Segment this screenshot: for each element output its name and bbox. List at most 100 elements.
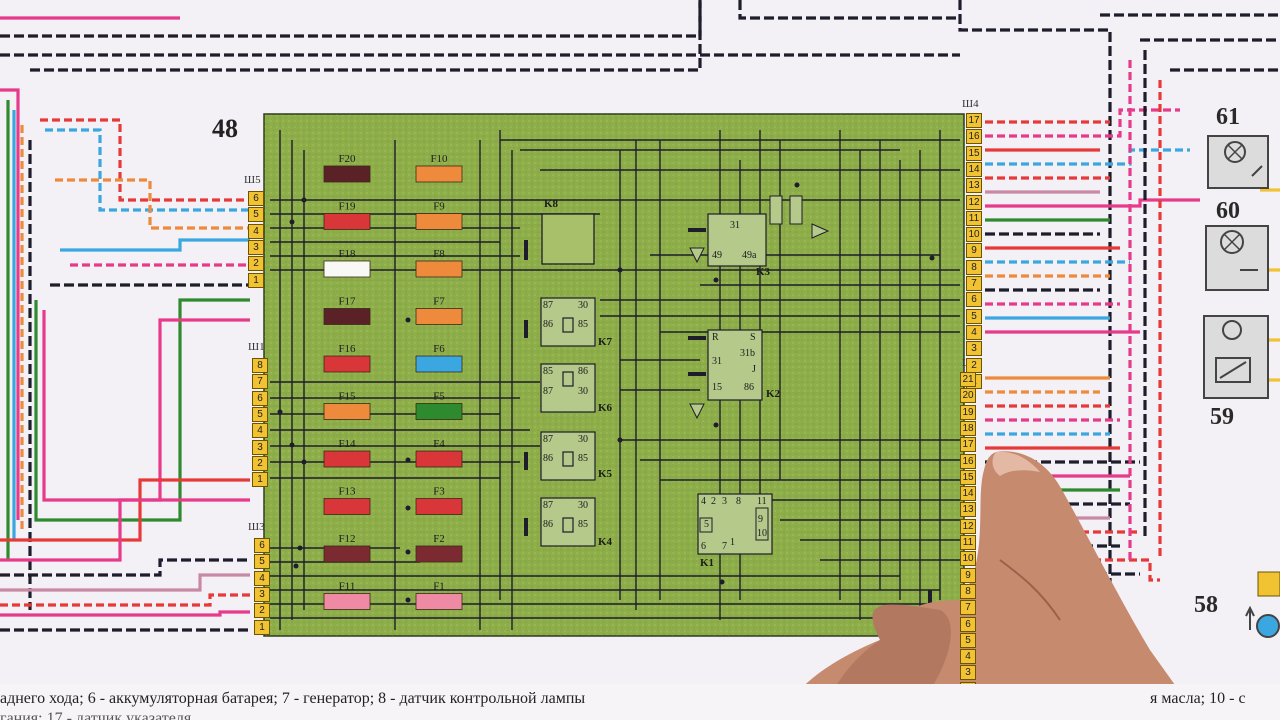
relay-k1-pin-10: 10 — [757, 528, 767, 539]
connector-sh4-pin: 13 — [966, 178, 982, 194]
connector-sh5-pin: 3 — [248, 239, 264, 255]
external-wires-left — [0, 0, 960, 632]
connector-sh2-pin: 18 — [960, 420, 976, 436]
relay-k7-pin-86: 86 — [543, 319, 553, 330]
relay-k8-label: K8 — [544, 198, 559, 210]
relay-k2-pin-31b: 31b — [740, 348, 755, 359]
connector-sh4-pin: 9 — [966, 243, 982, 259]
connector-sh4-title: Ш4 — [962, 98, 979, 110]
relay-k2-pin-s: S — [750, 332, 756, 343]
relay-k2-pin-31: 31 — [712, 356, 722, 367]
left-fuse-label-f13: F13 — [338, 486, 356, 498]
connector-sh2-pin: 19 — [960, 404, 976, 420]
relay-k2-pin-r: R — [712, 332, 719, 343]
relay-k1-pin-11: 11 — [757, 496, 767, 507]
relay-k7-pin-30: 30 — [578, 300, 588, 311]
left-fuse-label-f11: F11 — [339, 581, 356, 593]
relay-k2-body — [707, 329, 763, 401]
right-fuse-label-f4: F4 — [433, 438, 445, 450]
right-fuse-label-f7: F7 — [433, 296, 445, 308]
relay-k3-pin-31: 31 — [730, 220, 740, 231]
right-fuse-label-f6: F6 — [433, 343, 445, 355]
right-fuse-f3 — [415, 498, 463, 515]
connector-sh2-pin: 11 — [960, 535, 976, 550]
board-number-label: 48 — [212, 114, 238, 143]
connector-sh2-pin: 10 — [960, 551, 976, 567]
right-fuse-label-f8: F8 — [433, 248, 445, 260]
connector-sh2-pin: 20 — [960, 388, 976, 404]
left-fuse-label-f14: F14 — [338, 438, 356, 450]
left-fuse-f15 — [323, 403, 371, 420]
connector-sh4-pin: 16 — [966, 129, 982, 145]
connector-sh3-pin: 3 — [254, 586, 270, 602]
component-61-label: 61 — [1216, 104, 1240, 130]
connector-sh5-pin: 2 — [248, 256, 264, 272]
right-fuse-label-f9: F9 — [433, 201, 445, 213]
connector-sh2-pin: 17 — [960, 437, 976, 453]
connector-sh4-pin: 3 — [966, 341, 982, 357]
connector-sh2-pin: 6 — [960, 616, 976, 632]
connector-sh2-pin: 16 — [960, 453, 976, 469]
connector-sh4-pin: 6 — [966, 292, 982, 308]
relay-k1-pin-5: 5 — [704, 519, 709, 530]
component-60-symbol — [1205, 225, 1269, 291]
relay-k5-pin-85: 85 — [578, 453, 588, 464]
relay-k4-pin-30: 30 — [578, 500, 588, 511]
connector-sh1-pin: 2 — [252, 455, 268, 471]
left-fuse-f16 — [323, 355, 371, 373]
connector-sh1-pin: 7 — [252, 374, 268, 390]
relay-k3-body — [707, 213, 767, 267]
right-fuse-f6 — [415, 355, 463, 373]
connector-sh4-pin: 11 — [966, 210, 982, 226]
relay-k1-pin-6: 6 — [701, 541, 706, 552]
relay-k1-pin-8: 8 — [736, 496, 741, 507]
relay-k5-label: K5 — [598, 468, 613, 480]
left-fuse-f13 — [323, 498, 371, 515]
relay-k7-pin-85: 85 — [578, 319, 588, 330]
relay-k2-pin-86: 86 — [744, 382, 754, 393]
right-fuse-f5 — [415, 403, 463, 420]
connector-sh5-pin: 4 — [248, 223, 264, 239]
connector-sh2-pin: 12 — [960, 518, 976, 534]
connector-sh4-pin: 17 — [966, 113, 982, 128]
connector-sh2-pin: 7 — [960, 600, 976, 616]
right-fuse-label-f5: F5 — [433, 391, 445, 403]
relay-k1-pin-2: 2 — [711, 496, 716, 507]
connector-sh3-pin: 6 — [254, 538, 270, 553]
connector-sh2-pin: 14 — [960, 486, 976, 502]
component-59-label: 59 — [1210, 404, 1234, 430]
connector-sh4-pin: 14 — [966, 161, 982, 177]
relay-k6-label: K6 — [598, 402, 613, 414]
left-fuse-label-f16: F16 — [338, 343, 356, 355]
relay-k2-label: K2 — [766, 388, 781, 400]
relay-k1-pin-7: 7 — [722, 541, 727, 552]
internal-traces — [270, 130, 960, 630]
right-fuse-f2 — [415, 545, 463, 563]
right-fuse-f10 — [415, 165, 463, 183]
connector-sh4-pin: 12 — [966, 194, 982, 210]
connector-sh2-pin: 21 — [960, 372, 976, 387]
left-fuse-label-f18: F18 — [338, 248, 356, 260]
left-fuse-label-f17: F17 — [338, 296, 356, 308]
connector-sh2-pin: 8 — [960, 583, 976, 599]
connector-sh1-pin: 6 — [252, 390, 268, 406]
connector-sh3-pin: 2 — [254, 603, 270, 619]
relay-k8-body — [541, 213, 595, 265]
left-fuse-label-f19: F19 — [338, 201, 356, 213]
component-61-symbol — [1207, 135, 1269, 189]
connector-sh2-pin: 9 — [960, 567, 976, 583]
relay-k7-label: K7 — [598, 336, 613, 348]
relay-k1-label: K1 — [700, 557, 715, 569]
junction-dots — [277, 182, 935, 603]
relay-k3-pin-49: 49 — [712, 250, 722, 261]
connector-sh4-pin: 7 — [966, 276, 982, 291]
right-fuse-f7 — [415, 308, 463, 325]
connector-sh5-pin: 5 — [248, 207, 264, 223]
right-fuse-f1 — [415, 593, 463, 610]
connector-sh4-pin: 5 — [966, 308, 982, 324]
component-58-label: 58 — [1194, 592, 1218, 618]
relay-k5-pin-30: 30 — [578, 434, 588, 445]
relay-k1-pin-9: 9 — [758, 514, 763, 525]
